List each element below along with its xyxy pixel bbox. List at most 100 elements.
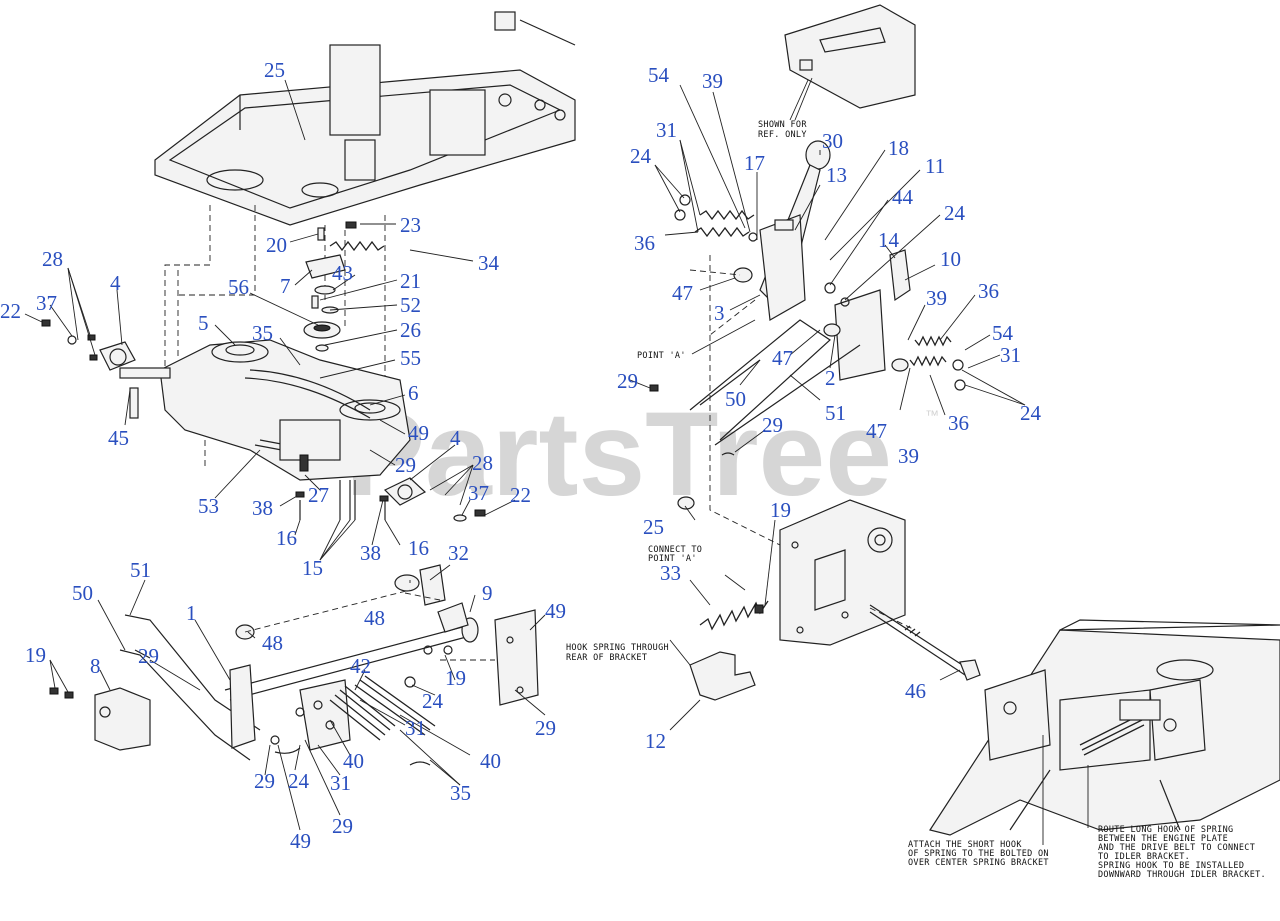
callout-24: 24 [288, 769, 310, 793]
callout-labels: 25 23 20 34 7 43 21 52 56 26 28 4 22 37 … [0, 58, 1042, 853]
callout-15: 15 [302, 556, 323, 580]
note-hook-spring-line1: HOOK SPRING THROUGH [566, 643, 669, 653]
callout-6: 6 [408, 381, 419, 405]
note-shown-for-ref-line1: SHOWN FOR [758, 120, 807, 130]
pivot-bracket [677, 496, 906, 646]
note-route-line2: BETWEEN THE ENGINE PLATE [1098, 834, 1228, 844]
note-route-line4: TO IDLER BRACKET. [1098, 852, 1190, 862]
callout-2: 2 [825, 366, 836, 390]
callout-31: 31 [1000, 343, 1021, 367]
callout-48: 48 [262, 631, 283, 655]
callout-36: 36 [948, 411, 969, 435]
bolt [869, 604, 981, 681]
console-cover [784, 4, 916, 121]
callout-20: 20 [266, 233, 287, 257]
callout-31: 31 [405, 716, 426, 740]
callout-44: 44 [892, 185, 914, 209]
callout-35: 35 [252, 321, 273, 345]
callout-39: 39 [926, 286, 947, 310]
linkage-assembly [49, 564, 539, 766]
note-route-line3: AND THE DRIVE BELT TO CONNECT [1098, 843, 1255, 853]
callout-16: 16 [408, 536, 429, 560]
callout-40: 40 [480, 749, 501, 773]
callout-22: 22 [510, 483, 531, 507]
callout-5: 5 [198, 311, 209, 335]
callout-29: 29 [535, 716, 556, 740]
callout-17: 17 [744, 151, 765, 175]
callout-12: 12 [645, 729, 666, 753]
callout-53: 53 [198, 494, 219, 518]
callout-21: 21 [400, 269, 421, 293]
notes: SHOWN FOR REF. ONLY POINT 'A' CONNECT TO… [566, 120, 1266, 880]
callout-26: 26 [400, 318, 421, 342]
callout-13: 13 [826, 163, 847, 187]
callout-4: 4 [110, 271, 121, 295]
note-shown-for-ref-line2: REF. ONLY [758, 130, 807, 140]
callout-22: 22 [0, 299, 21, 323]
note-route-line1: ROUTE LONG HOOK OF SPRING [1098, 825, 1233, 835]
callout-56: 56 [228, 275, 249, 299]
callout-11: 11 [925, 154, 945, 178]
callout-19: 19 [445, 666, 466, 690]
callout-24: 24 [944, 201, 966, 225]
callout-37: 37 [36, 291, 57, 315]
callout-29: 29 [332, 814, 353, 838]
callout-29: 29 [254, 769, 275, 793]
callout-50: 50 [725, 387, 746, 411]
callout-46: 46 [905, 679, 926, 703]
callout-10: 10 [940, 247, 961, 271]
callout-14: 14 [878, 228, 900, 252]
callout-30: 30 [822, 129, 843, 153]
callout-28: 28 [42, 247, 63, 271]
callout-27: 27 [308, 483, 329, 507]
callout-38: 38 [360, 541, 381, 565]
callout-49: 49 [290, 829, 311, 853]
callout-36: 36 [634, 231, 655, 255]
callout-33: 33 [660, 561, 681, 585]
callout-29: 29 [395, 453, 416, 477]
callout-49: 49 [408, 421, 429, 445]
callout-52: 52 [400, 293, 421, 317]
callout-51: 51 [825, 401, 846, 425]
callout-25: 25 [643, 515, 664, 539]
transaxle [99, 339, 411, 481]
callout-24: 24 [1020, 401, 1042, 425]
callout-31: 31 [656, 118, 677, 142]
callout-32: 32 [448, 541, 469, 565]
callout-47: 47 [772, 346, 793, 370]
watermark: PartsTree ™ [345, 387, 939, 521]
callout-51: 51 [130, 558, 151, 582]
callout-3: 3 [714, 301, 725, 325]
note-route-line6: DOWNWARD THROUGH IDLER BRACKET. [1098, 870, 1266, 880]
tractor-reference-view [929, 619, 1280, 845]
callout-31: 31 [330, 771, 351, 795]
callout-43: 43 [332, 261, 353, 285]
note-route-line5: SPRING HOOK TO BE INSTALLED [1098, 861, 1244, 871]
callout-7: 7 [280, 274, 291, 298]
callout-36: 36 [978, 279, 999, 303]
callout-54: 54 [992, 321, 1014, 345]
shift-lever-assembly [649, 140, 966, 456]
callout-35: 35 [450, 781, 471, 805]
callout-48: 48 [364, 606, 385, 630]
callout-47: 47 [866, 419, 887, 443]
callout-18: 18 [888, 136, 909, 160]
callout-24: 24 [422, 689, 444, 713]
callout-25: 25 [264, 58, 285, 82]
watermark-trademark: ™ [925, 407, 939, 423]
leader-lines [24, 79, 1026, 831]
callout-19: 19 [25, 643, 46, 667]
callout-24: 24 [630, 144, 652, 168]
note-attach-line2: OF SPRING TO THE BOLTED ON [908, 849, 1049, 859]
callout-9: 9 [482, 581, 493, 605]
note-attach-line1: ATTACH THE SHORT HOOK [908, 840, 1022, 850]
callout-42: 42 [350, 654, 371, 678]
callout-28: 28 [472, 451, 493, 475]
callout-49: 49 [545, 599, 566, 623]
callout-1: 1 [186, 601, 197, 625]
note-hook-spring-line2: REAR OF BRACKET [566, 653, 647, 663]
note-connect-to-line1: CONNECT TO [648, 545, 702, 555]
callout-29: 29 [617, 369, 638, 393]
callout-54: 54 [648, 63, 670, 87]
callout-39: 39 [898, 444, 919, 468]
